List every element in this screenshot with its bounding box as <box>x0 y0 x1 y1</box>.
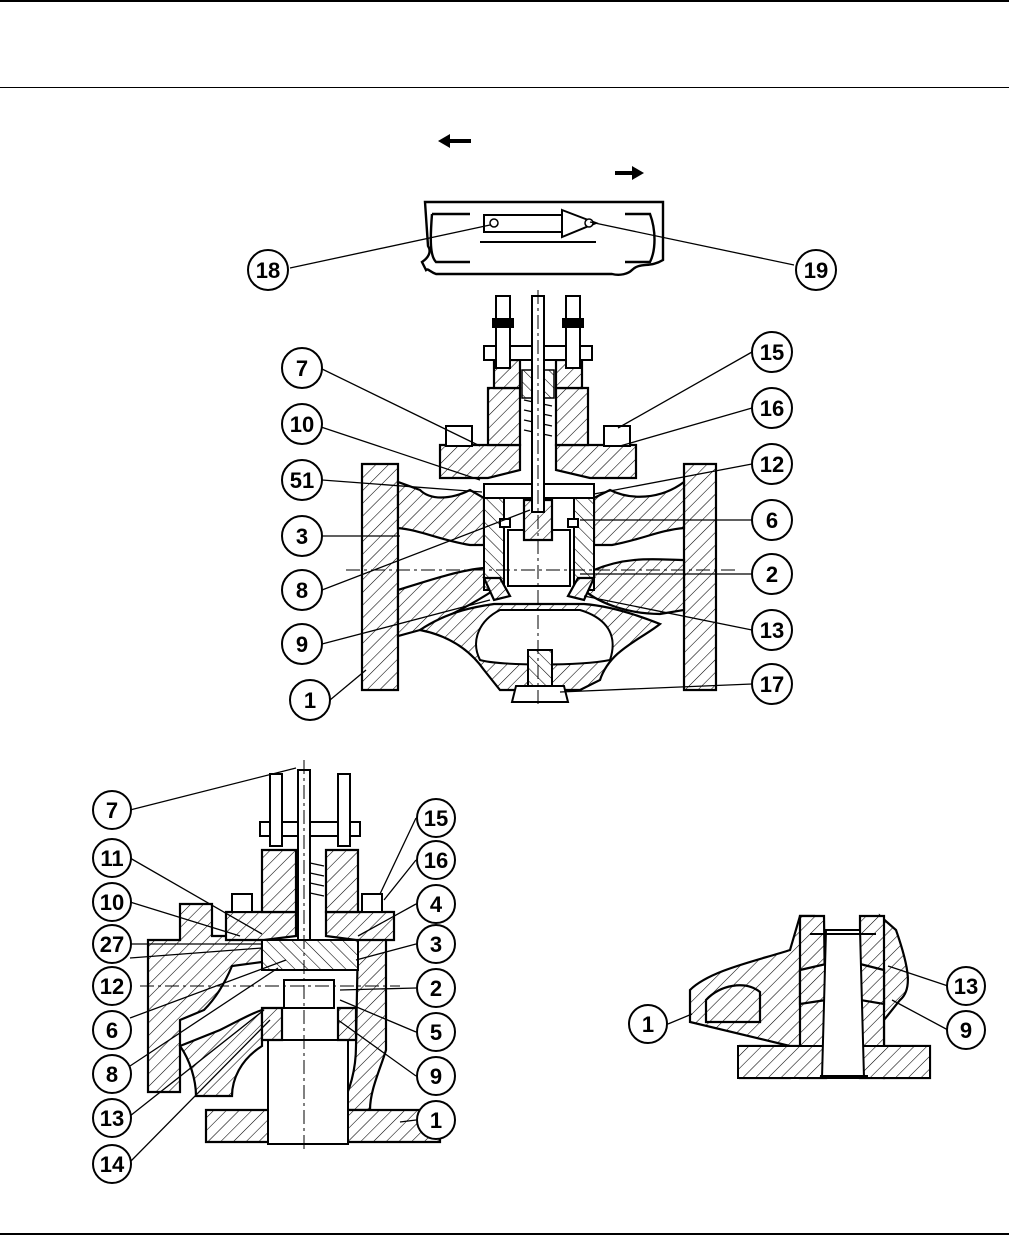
callout-bubble: 1 <box>416 1100 456 1140</box>
callout-bubble: 10 <box>281 403 323 445</box>
svg-text:12: 12 <box>760 452 784 477</box>
flow-plate <box>420 200 665 276</box>
callout-bubble: 19 <box>795 249 837 291</box>
svg-text:18: 18 <box>256 258 280 283</box>
callout-bubble: 6 <box>92 1010 132 1050</box>
callout-bubble: 15 <box>416 798 456 838</box>
svg-text:19: 19 <box>804 258 828 283</box>
callout-bubble: 16 <box>751 387 793 429</box>
seat-detail-section <box>688 913 932 1080</box>
svg-text:1: 1 <box>304 688 316 713</box>
svg-text:2: 2 <box>430 976 442 1001</box>
callout-bubble: 15 <box>751 331 793 373</box>
svg-text:10: 10 <box>290 412 314 437</box>
svg-text:11: 11 <box>100 846 123 871</box>
svg-text:1: 1 <box>642 1012 654 1037</box>
callout-bubble: 18 <box>247 249 289 291</box>
bottom-rule <box>0 1233 1009 1235</box>
callout-bubble: 13 <box>946 966 986 1006</box>
svg-text:16: 16 <box>424 848 448 873</box>
callout-bubble: 12 <box>751 443 793 485</box>
callout-bubble: 8 <box>92 1054 132 1094</box>
callout-bubble: 13 <box>92 1098 132 1138</box>
svg-text:8: 8 <box>106 1062 118 1087</box>
callout-bubble: 1 <box>289 679 331 721</box>
callout-bubble: 12 <box>92 966 132 1006</box>
callout-bubble: 7 <box>92 790 132 830</box>
callout-bubble: 2 <box>751 553 793 595</box>
svg-text:7: 7 <box>106 798 118 823</box>
svg-text:2: 2 <box>766 562 778 587</box>
header-rule <box>0 87 1009 88</box>
left-arrow-icon <box>438 134 471 148</box>
callouts-main: 7 10 51 3 8 9 1 15 16 12 6 2 13 17 <box>281 331 793 721</box>
callout-bubble: 1 <box>628 1004 668 1044</box>
svg-text:14: 14 <box>100 1152 125 1177</box>
callout-bubble: 14 <box>92 1144 132 1184</box>
svg-text:16: 16 <box>760 396 784 421</box>
top-rule <box>0 0 1009 2</box>
callouts-angle: 7 11 10 27 12 6 8 13 14 15 16 4 3 2 5 9 … <box>92 790 456 1184</box>
callout-bubble: 16 <box>416 840 456 880</box>
callout-bubble: 7 <box>281 347 323 389</box>
svg-text:6: 6 <box>106 1018 118 1043</box>
svg-text:9: 9 <box>430 1064 442 1089</box>
callout-bubble: 6 <box>751 499 793 541</box>
callout-bubble: 2 <box>416 968 456 1008</box>
callout-bubble: 51 <box>281 459 323 501</box>
callout-bubble: 3 <box>416 924 456 964</box>
callout-bubble: 9 <box>416 1056 456 1096</box>
svg-text:13: 13 <box>954 974 978 999</box>
callout-bubble: 8 <box>281 569 323 611</box>
svg-text:6: 6 <box>766 508 778 533</box>
leader-lines <box>129 221 949 1163</box>
angle-valve-section <box>140 760 442 1150</box>
svg-text:5: 5 <box>430 1020 442 1045</box>
callouts-top: 18 19 <box>247 249 837 291</box>
callout-bubble: 9 <box>281 623 323 665</box>
svg-text:9: 9 <box>960 1018 972 1043</box>
svg-text:15: 15 <box>424 806 448 831</box>
callout-bubble: 10 <box>92 882 132 922</box>
callout-bubble: 4 <box>416 884 456 924</box>
callout-bubble: 3 <box>281 515 323 557</box>
callout-bubble: 9 <box>946 1010 986 1050</box>
svg-text:27: 27 <box>100 932 124 957</box>
svg-text:1: 1 <box>430 1108 442 1133</box>
callout-bubble: 13 <box>751 609 793 651</box>
svg-text:3: 3 <box>296 524 308 549</box>
svg-text:15: 15 <box>760 340 784 365</box>
svg-text:8: 8 <box>296 578 308 603</box>
callout-bubble: 17 <box>751 663 793 705</box>
right-arrow-icon <box>615 166 644 180</box>
svg-text:4: 4 <box>430 892 443 917</box>
callout-bubble: 11 <box>92 838 132 878</box>
svg-text:3: 3 <box>430 932 442 957</box>
svg-text:12: 12 <box>100 974 124 999</box>
svg-text:17: 17 <box>760 672 784 697</box>
callout-bubble: 27 <box>92 924 132 964</box>
callouts-detail: 1 13 9 <box>628 966 986 1050</box>
svg-text:13: 13 <box>760 618 784 643</box>
svg-text:9: 9 <box>296 632 308 657</box>
globe-valve-section <box>346 290 736 708</box>
svg-text:51: 51 <box>290 468 314 493</box>
svg-text:10: 10 <box>100 890 124 915</box>
svg-text:13: 13 <box>100 1106 124 1131</box>
svg-text:7: 7 <box>296 356 308 381</box>
callout-bubble: 5 <box>416 1012 456 1052</box>
